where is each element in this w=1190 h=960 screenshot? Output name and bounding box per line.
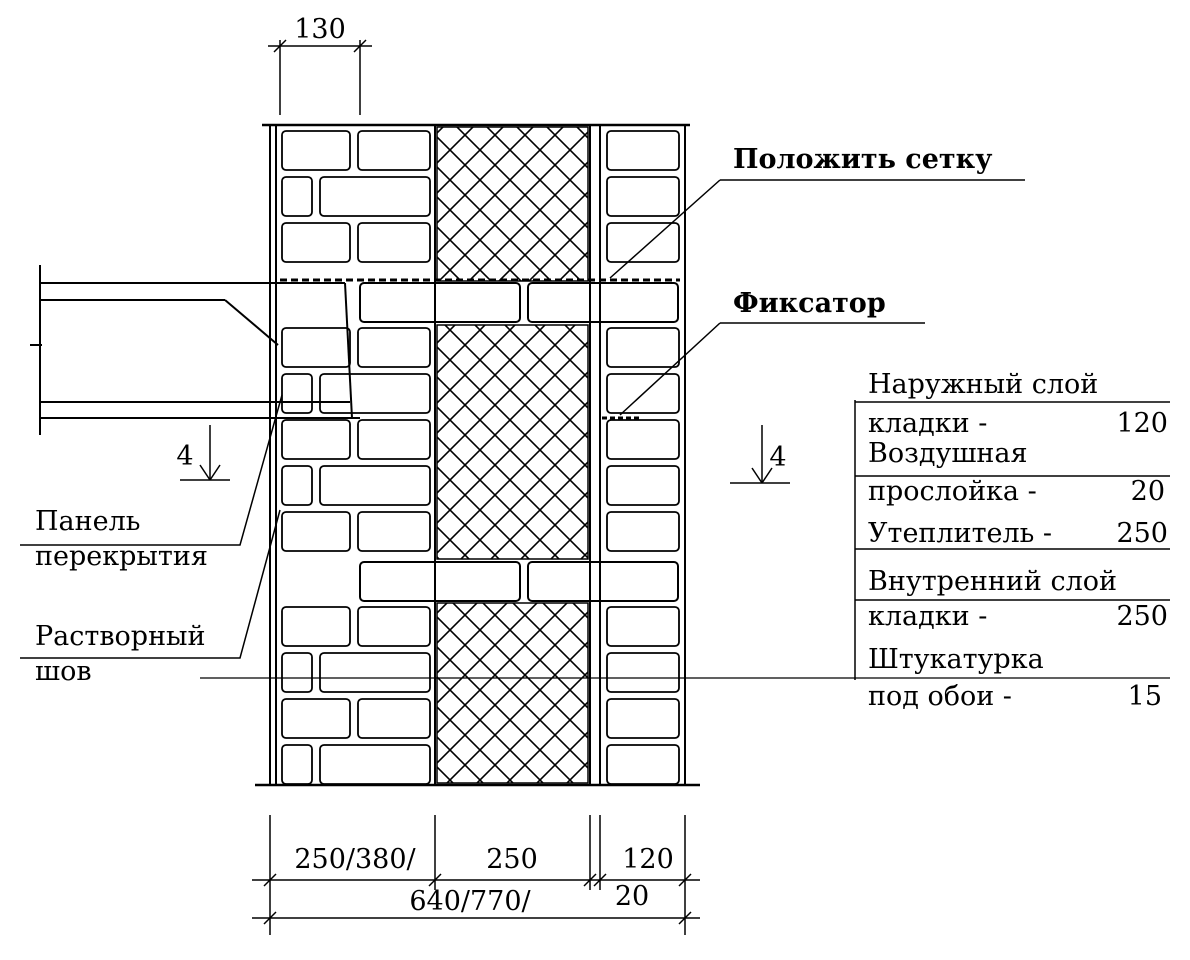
callout-joint-2: шов bbox=[35, 656, 92, 687]
insulation-block bbox=[436, 602, 589, 784]
layer-3-line2: Утеплитель - bbox=[868, 518, 1052, 549]
brick bbox=[606, 465, 680, 506]
layer-list: Наружный слой кладки - 120 Воздушная про… bbox=[868, 369, 1168, 712]
dim-top-brick: 130 bbox=[294, 14, 346, 45]
dimension-lines bbox=[252, 39, 700, 935]
wall-structure bbox=[255, 123, 700, 787]
brick bbox=[357, 419, 431, 460]
brick bbox=[281, 511, 351, 552]
brick bbox=[357, 698, 431, 739]
brick bbox=[606, 176, 680, 217]
through-brick bbox=[359, 282, 521, 323]
brick-courses bbox=[281, 130, 680, 785]
brick bbox=[281, 419, 351, 460]
dim-outer-layer: 120 bbox=[622, 844, 674, 875]
layer-4-value: 250 bbox=[1116, 601, 1168, 632]
brick bbox=[281, 130, 351, 171]
callout-panel-2: перекрытия bbox=[35, 541, 208, 572]
section-mark-right: 4 bbox=[769, 442, 786, 473]
brick bbox=[606, 698, 680, 739]
through-brick bbox=[359, 561, 521, 602]
layer-5-line2: под обои - bbox=[868, 681, 1012, 712]
section-cut-lines bbox=[180, 425, 1170, 679]
insulation-block bbox=[436, 126, 589, 282]
layer-2-line2: прослойка - bbox=[868, 476, 1037, 507]
dim-air-gap: 20 bbox=[615, 881, 649, 912]
layer-1-line1: Наружный слой bbox=[868, 369, 1098, 400]
layer-4-line1: Внутренний слой bbox=[868, 566, 1117, 597]
brick bbox=[281, 744, 313, 785]
brick bbox=[357, 130, 431, 171]
brick bbox=[319, 744, 431, 785]
insulation-blocks bbox=[436, 126, 589, 784]
dim-total: 640/770/ bbox=[409, 886, 531, 917]
brick bbox=[319, 652, 431, 693]
tie-courses bbox=[359, 282, 679, 602]
brick bbox=[606, 327, 680, 368]
brick bbox=[319, 176, 431, 217]
brick bbox=[606, 222, 680, 263]
callout-fixator: Фиксатор bbox=[733, 288, 886, 319]
layer-5-value: 15 bbox=[1128, 681, 1162, 712]
brick bbox=[281, 698, 351, 739]
brick bbox=[319, 465, 431, 506]
brick bbox=[357, 222, 431, 263]
layer-3-value: 250 bbox=[1116, 518, 1168, 549]
brick bbox=[357, 511, 431, 552]
brick bbox=[281, 373, 313, 414]
layer-4-line2: кладки - bbox=[868, 601, 987, 632]
brick bbox=[357, 327, 431, 368]
insulation-block bbox=[436, 324, 589, 560]
floor-panel bbox=[30, 265, 360, 435]
brick bbox=[281, 652, 313, 693]
callout-panel-1: Панель bbox=[35, 506, 140, 537]
layer-2-line1: Воздушная bbox=[868, 438, 1028, 469]
layer-2-value: 20 bbox=[1131, 476, 1165, 507]
brick bbox=[606, 652, 680, 693]
brick bbox=[281, 327, 351, 368]
dim-inner-layer: 250/380/ bbox=[294, 844, 416, 875]
brick bbox=[606, 606, 680, 647]
callout-joint-1: Растворный bbox=[35, 621, 206, 652]
through-brick bbox=[527, 282, 679, 323]
brick bbox=[606, 744, 680, 785]
section-mark-left: 4 bbox=[176, 441, 193, 472]
brick bbox=[281, 606, 351, 647]
leader-lines bbox=[20, 179, 1170, 680]
brick bbox=[281, 465, 313, 506]
through-brick bbox=[527, 561, 679, 602]
brick bbox=[606, 373, 680, 414]
layer-1-value: 120 bbox=[1116, 408, 1168, 439]
brick bbox=[606, 511, 680, 552]
brick bbox=[606, 419, 680, 460]
brick bbox=[606, 130, 680, 171]
brick bbox=[281, 222, 351, 263]
brick bbox=[357, 606, 431, 647]
brick bbox=[319, 373, 431, 414]
layer-5-line1: Штукатурка bbox=[868, 644, 1044, 675]
dim-insulation: 250 bbox=[486, 844, 538, 875]
layer-1-line2: кладки - bbox=[868, 408, 987, 439]
brick bbox=[281, 176, 313, 217]
callout-mesh: Положить сетку bbox=[733, 144, 993, 175]
